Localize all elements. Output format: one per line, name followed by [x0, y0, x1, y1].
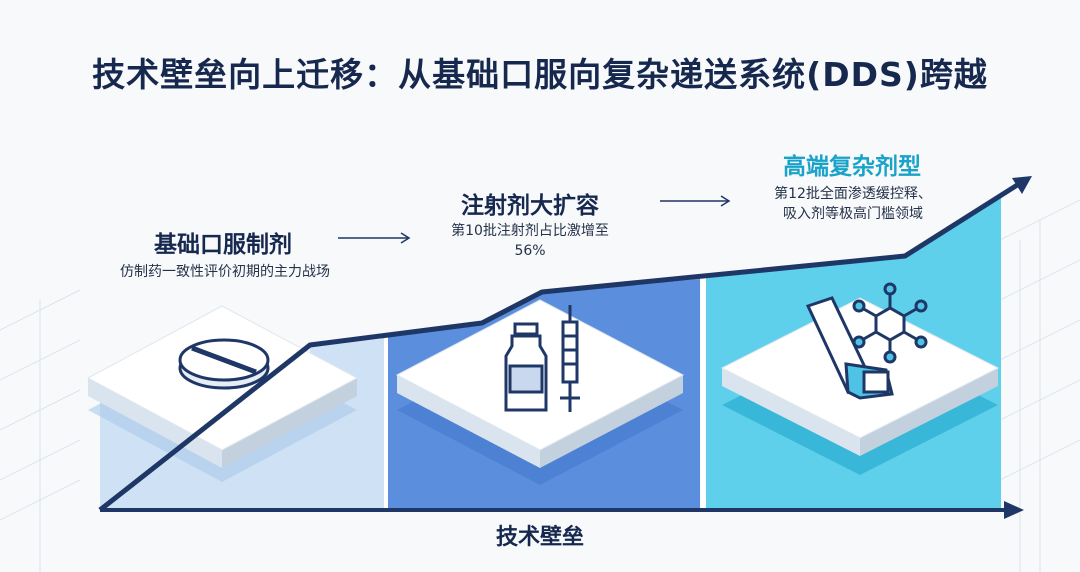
growth-curve-arrow	[98, 179, 1024, 512]
stage2-description-line1: 第10批注射剂占比激增至	[451, 223, 609, 239]
background-grid	[0, 199, 1080, 572]
stage3-description-line2: 吸入剂等极高门槛领域	[783, 206, 923, 222]
x-axis-arrowhead	[1004, 501, 1024, 519]
x-axis-label: 技术壁垒	[495, 525, 584, 550]
transition-arrow-2	[660, 195, 731, 207]
panel-divider-2	[701, 276, 706, 510]
stage3-description: 第12批全面渗透缓控释、 吸入剂等极高门槛领域	[738, 184, 968, 224]
stage1-platform	[86, 305, 359, 482]
stage2-description: 第10批注射剂占比激增至 56%	[420, 221, 640, 261]
panel-divider-1	[384, 334, 388, 510]
stage1-title: 基础口服制剂	[154, 232, 292, 258]
stage3-description-line1: 第12批全面渗透缓控释、	[774, 186, 932, 202]
stage2-title: 注射剂大扩容	[461, 193, 599, 219]
growth-arrowhead	[1012, 176, 1032, 194]
stage3-title: 高端复杂剂型	[783, 154, 921, 180]
stage2-description-line2: 56%	[514, 243, 546, 259]
page-title: 技术壁垒向上迁移：从基础口服向复杂递送系统(DDS)跨越	[92, 55, 988, 94]
vial-syringe-icon	[504, 305, 580, 412]
inhaler-molecule-icon	[805, 282, 928, 400]
stage1-description: 仿制药一致性评价初期的主力战场	[120, 264, 330, 280]
tablet-icon	[178, 338, 270, 390]
transition-arrow-1	[338, 232, 411, 244]
